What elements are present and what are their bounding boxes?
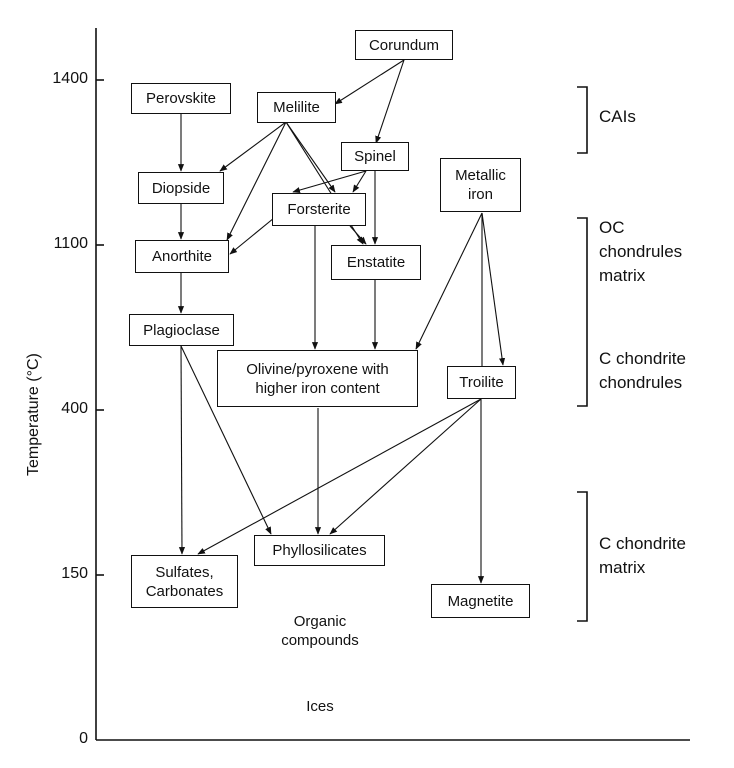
label-metallic-iron-line2: iron	[467, 186, 493, 203]
arrow-plagioclase-phyllosilicates	[180, 345, 272, 535]
label-spinel: Spinel	[354, 148, 396, 165]
box-plagioclase: Plagioclase	[129, 314, 234, 346]
box-spinel: Spinel	[341, 142, 409, 171]
tick-label-0: 0	[79, 730, 88, 747]
tick-label-1400: 1400	[52, 70, 88, 87]
box-anorthite: Anorthite	[135, 240, 229, 273]
label-olivine-line1: Olivine/pyroxene with	[246, 360, 389, 378]
label-corundum: Corundum	[368, 36, 440, 54]
arrow-troilite-phyllosilicates	[329, 398, 482, 535]
box-sulfates-carbonates: Sulfates, Carbonates	[131, 555, 238, 608]
arrow-forsterite-anorthite	[229, 217, 275, 255]
label-phyllosilicates: Phyllosilicates	[272, 542, 367, 559]
label-plagioclase: Plagioclase	[143, 321, 220, 339]
arrow-melilite-anorthite	[226, 121, 287, 241]
arrow-metallic-olivine	[415, 212, 483, 350]
region-c-chondrite-matrix: C chondrite matrix	[599, 532, 686, 580]
arrow-corundum-spinel	[375, 59, 405, 144]
region-oc-line1: OC	[599, 218, 625, 237]
arrow-metallic-troilite	[481, 212, 506, 366]
bracket-cais	[577, 86, 588, 154]
box-forsterite: Forsterite	[272, 193, 366, 226]
label-perovskite: Perovskite	[145, 90, 217, 107]
region-oc-chondrules-matrix: OC chondrules matrix	[599, 216, 682, 288]
box-olivine-pyroxene: Olivine/pyroxene with higher iron conten…	[217, 350, 418, 407]
arrow-plagioclase-sulfates	[178, 345, 186, 555]
region-cais: CAIs	[599, 107, 636, 126]
label-magnetite: Magnetite	[447, 592, 514, 610]
label-sulfates-line2: Carbonates	[145, 582, 224, 600]
box-corundum: Corundum	[355, 30, 453, 60]
region-oc-line3: matrix	[599, 266, 646, 285]
organic-line1: Organic	[293, 613, 347, 630]
label-enstatite: Enstatite	[346, 254, 406, 271]
organic-line2: compounds	[281, 632, 359, 649]
box-metallic-iron: Metallic iron	[440, 158, 521, 212]
label-anorthite: Anorthite	[151, 248, 213, 265]
arrow-forsterite-enstatite	[349, 225, 367, 245]
label-metallic-iron-line1: Metallic	[455, 167, 506, 184]
label-melilite: Melilite	[273, 99, 320, 116]
box-perovskite: Perovskite	[131, 83, 231, 114]
box-diopside: Diopside	[138, 172, 224, 204]
box-enstatite: Enstatite	[331, 245, 421, 280]
label-diopside: Diopside	[151, 179, 211, 197]
region-cchond-line1: C chondrite	[599, 349, 686, 368]
label-forsterite: Forsterite	[287, 201, 351, 218]
label-olivine-line2: higher iron content	[255, 379, 380, 397]
tick-label-400: 400	[61, 400, 88, 417]
arrow-corundum-melilite	[334, 59, 405, 105]
bracket-c-chondrite-matrix	[577, 491, 588, 622]
region-cmatrix-line1: C chondrite	[599, 534, 686, 553]
label-troilite: Troilite	[459, 374, 504, 391]
arrow-troilite-sulfates	[197, 398, 482, 555]
arrow-spinel-forsterite-left	[292, 170, 367, 194]
region-oc-line2: chondrules	[599, 242, 683, 261]
label-sulfates-line1: Sulfates,	[155, 563, 214, 581]
region-cmatrix-line2: matrix	[599, 558, 646, 577]
box-troilite: Troilite	[447, 366, 516, 399]
region-c-chondrite-chondrules: C chondrite chondrules	[599, 347, 686, 395]
box-phyllosilicates: Phyllosilicates	[254, 535, 385, 566]
arrow-melilite-diopside	[219, 121, 287, 172]
ices-label: Ices	[306, 698, 334, 715]
box-magnetite: Magnetite	[431, 584, 530, 618]
box-melilite: Melilite	[257, 92, 336, 123]
organic-compounds-label: Organic compounds	[260, 612, 380, 650]
region-cchond-line2: chondrules	[599, 373, 683, 392]
tick-label-150: 150	[61, 565, 88, 582]
arrow-spinel-forsterite-right	[352, 170, 367, 193]
bracket-oc-c-chondrules	[577, 217, 588, 407]
arrow-melilite-forsterite	[285, 121, 336, 193]
tick-label-1100: 1100	[53, 235, 88, 252]
